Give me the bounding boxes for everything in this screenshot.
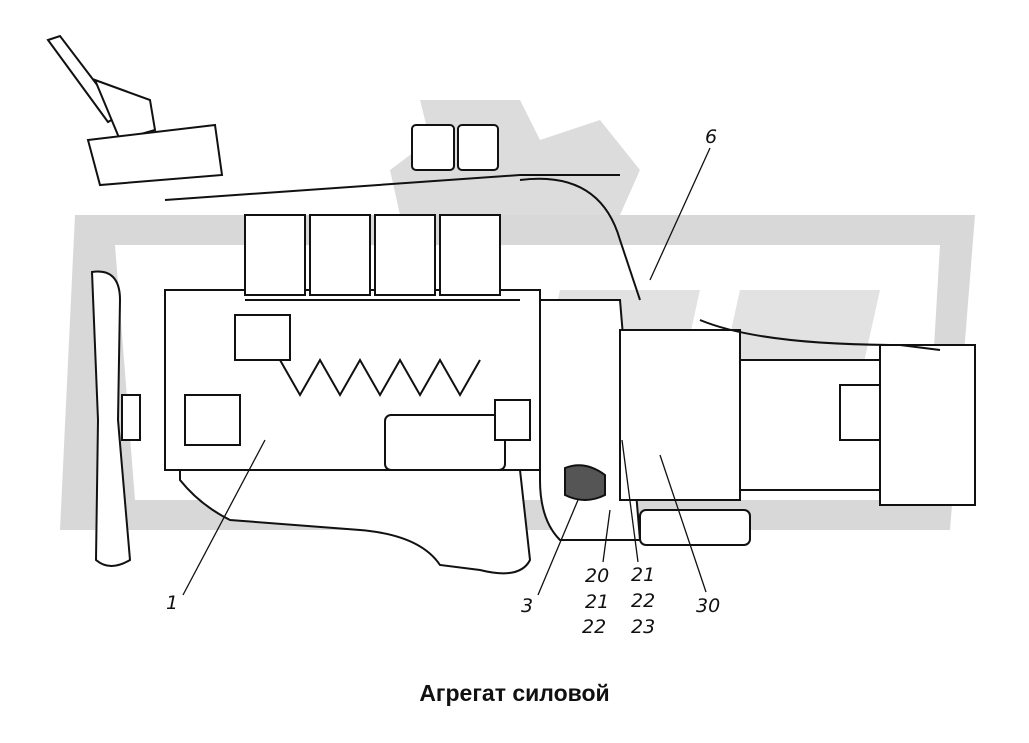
- engine-block: [164, 174, 620, 575]
- callout-21-left: 21: [585, 591, 610, 613]
- gear-lever: [46, 34, 224, 187]
- clutch-housing: [539, 299, 642, 541]
- callout-22-right: 22: [631, 590, 656, 612]
- callout-3: 3: [521, 595, 534, 617]
- callout-30: 30: [696, 595, 721, 617]
- callout-21-right: 21: [631, 564, 656, 586]
- pipes: [519, 177, 941, 351]
- callout-22-left: 22: [582, 616, 607, 638]
- callout-6: 6: [705, 126, 718, 148]
- leader-lines: [182, 147, 711, 596]
- callout-1: 1: [166, 592, 179, 614]
- starter: [384, 399, 531, 471]
- fan: [90, 270, 141, 567]
- callout-23: 23: [631, 616, 656, 638]
- gearbox: [619, 329, 976, 546]
- coolant-tanks: [411, 124, 499, 171]
- callout-20: 20: [585, 565, 610, 587]
- figure-caption: Агрегат силовой: [419, 680, 610, 706]
